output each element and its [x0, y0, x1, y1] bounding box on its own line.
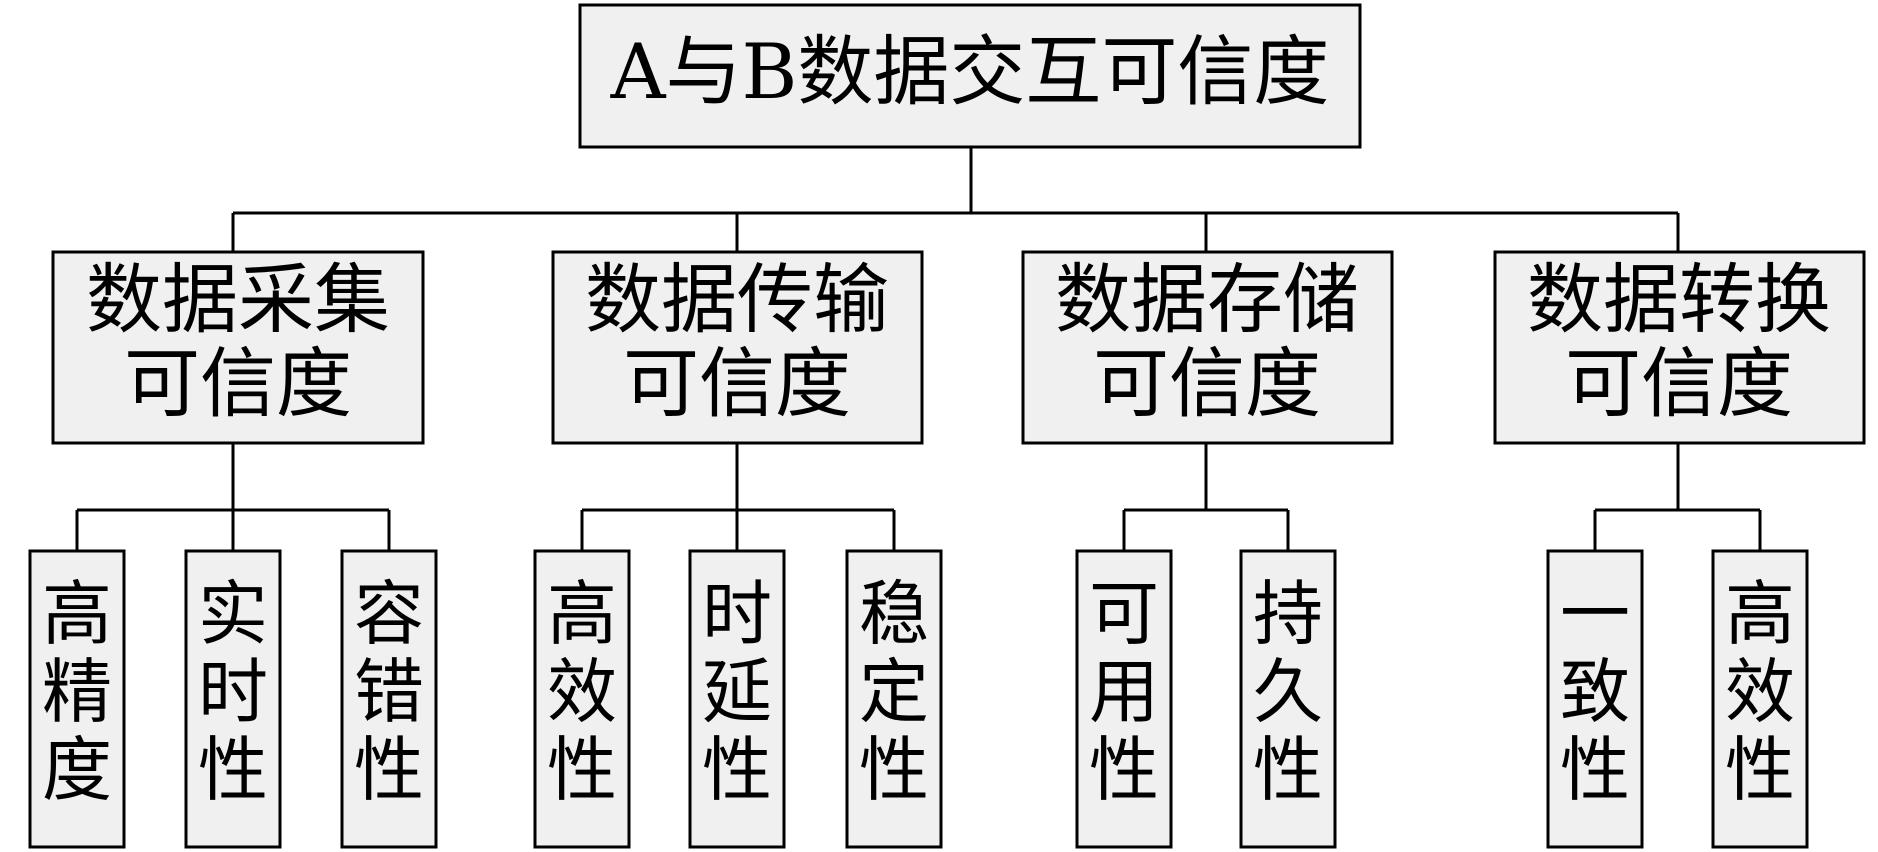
attribute-char: 效 — [547, 651, 617, 733]
attribute-node: 一 致 性 — [1546, 549, 1644, 849]
attribute-char: 高 — [1725, 573, 1795, 655]
root-node: A与B数据交互可信度 — [578, 3, 1362, 149]
attribute-char: 错 — [354, 651, 424, 733]
category-node: 数据存储 可信度 — [1021, 250, 1394, 445]
attribute-char: 实 — [198, 573, 268, 655]
attribute-char: 定 — [859, 651, 929, 733]
attribute-char: 持 — [1253, 573, 1323, 655]
attribute-char: 度 — [42, 729, 112, 811]
category-label-line1: 数据存储 — [1055, 255, 1359, 344]
category-node: 数据传输 可信度 — [551, 250, 924, 445]
category-label-line2: 可信度 — [1093, 339, 1321, 428]
category-label-line2: 可信度 — [623, 339, 851, 428]
attribute-char: 性 — [198, 729, 268, 811]
category-node: 数据转换 可信度 — [1493, 250, 1866, 445]
attribute-node: 高 效 性 — [533, 549, 631, 849]
attribute-char: 时 — [198, 651, 268, 733]
root-label: A与B数据交互可信度 — [610, 27, 1330, 116]
attribute-char: 高 — [547, 573, 617, 655]
attribute-char: 性 — [859, 729, 929, 811]
attribute-char: 延 — [702, 651, 772, 733]
attribute-char: 容 — [354, 573, 424, 655]
category-node: 数据采集 可信度 — [51, 250, 425, 445]
attribute-char: 高 — [42, 573, 112, 655]
attribute-char: 用 — [1089, 651, 1159, 733]
attribute-node: 时 延 性 — [688, 549, 786, 849]
attribute-node: 高 效 性 — [1711, 549, 1809, 849]
attribute-node: 可 用 性 — [1075, 549, 1173, 849]
attribute-node: 高 精 度 — [28, 549, 126, 849]
attribute-node: 实 时 性 — [184, 549, 282, 849]
connector-lines — [75, 147, 1762, 551]
attribute-char: 性 — [702, 729, 772, 811]
attribute-char: 性 — [547, 729, 617, 811]
attribute-char: 致 — [1560, 651, 1630, 733]
attribute-char: 精 — [42, 651, 112, 733]
category-label-line1: 数据采集 — [86, 255, 390, 344]
attribute-char: 稳 — [859, 573, 929, 655]
attribute-char: 一 — [1560, 573, 1630, 655]
attribute-char: 效 — [1725, 651, 1795, 733]
category-label-line1: 数据传输 — [585, 255, 889, 344]
attribute-node: 稳 定 性 — [845, 549, 943, 849]
attribute-node: 持 久 性 — [1239, 549, 1337, 849]
attribute-char: 性 — [1089, 729, 1159, 811]
attribute-char: 性 — [1725, 729, 1795, 811]
category-label-line2: 可信度 — [124, 339, 352, 428]
attribute-char: 时 — [702, 573, 772, 655]
attribute-char: 可 — [1089, 573, 1159, 655]
attribute-char: 性 — [1253, 729, 1323, 811]
attribute-char: 性 — [354, 729, 424, 811]
category-label-line2: 可信度 — [1565, 339, 1793, 428]
attribute-node: 容 错 性 — [340, 549, 438, 849]
attribute-char: 性 — [1560, 729, 1630, 811]
attribute-char: 久 — [1253, 651, 1323, 733]
category-label-line1: 数据转换 — [1527, 255, 1831, 344]
